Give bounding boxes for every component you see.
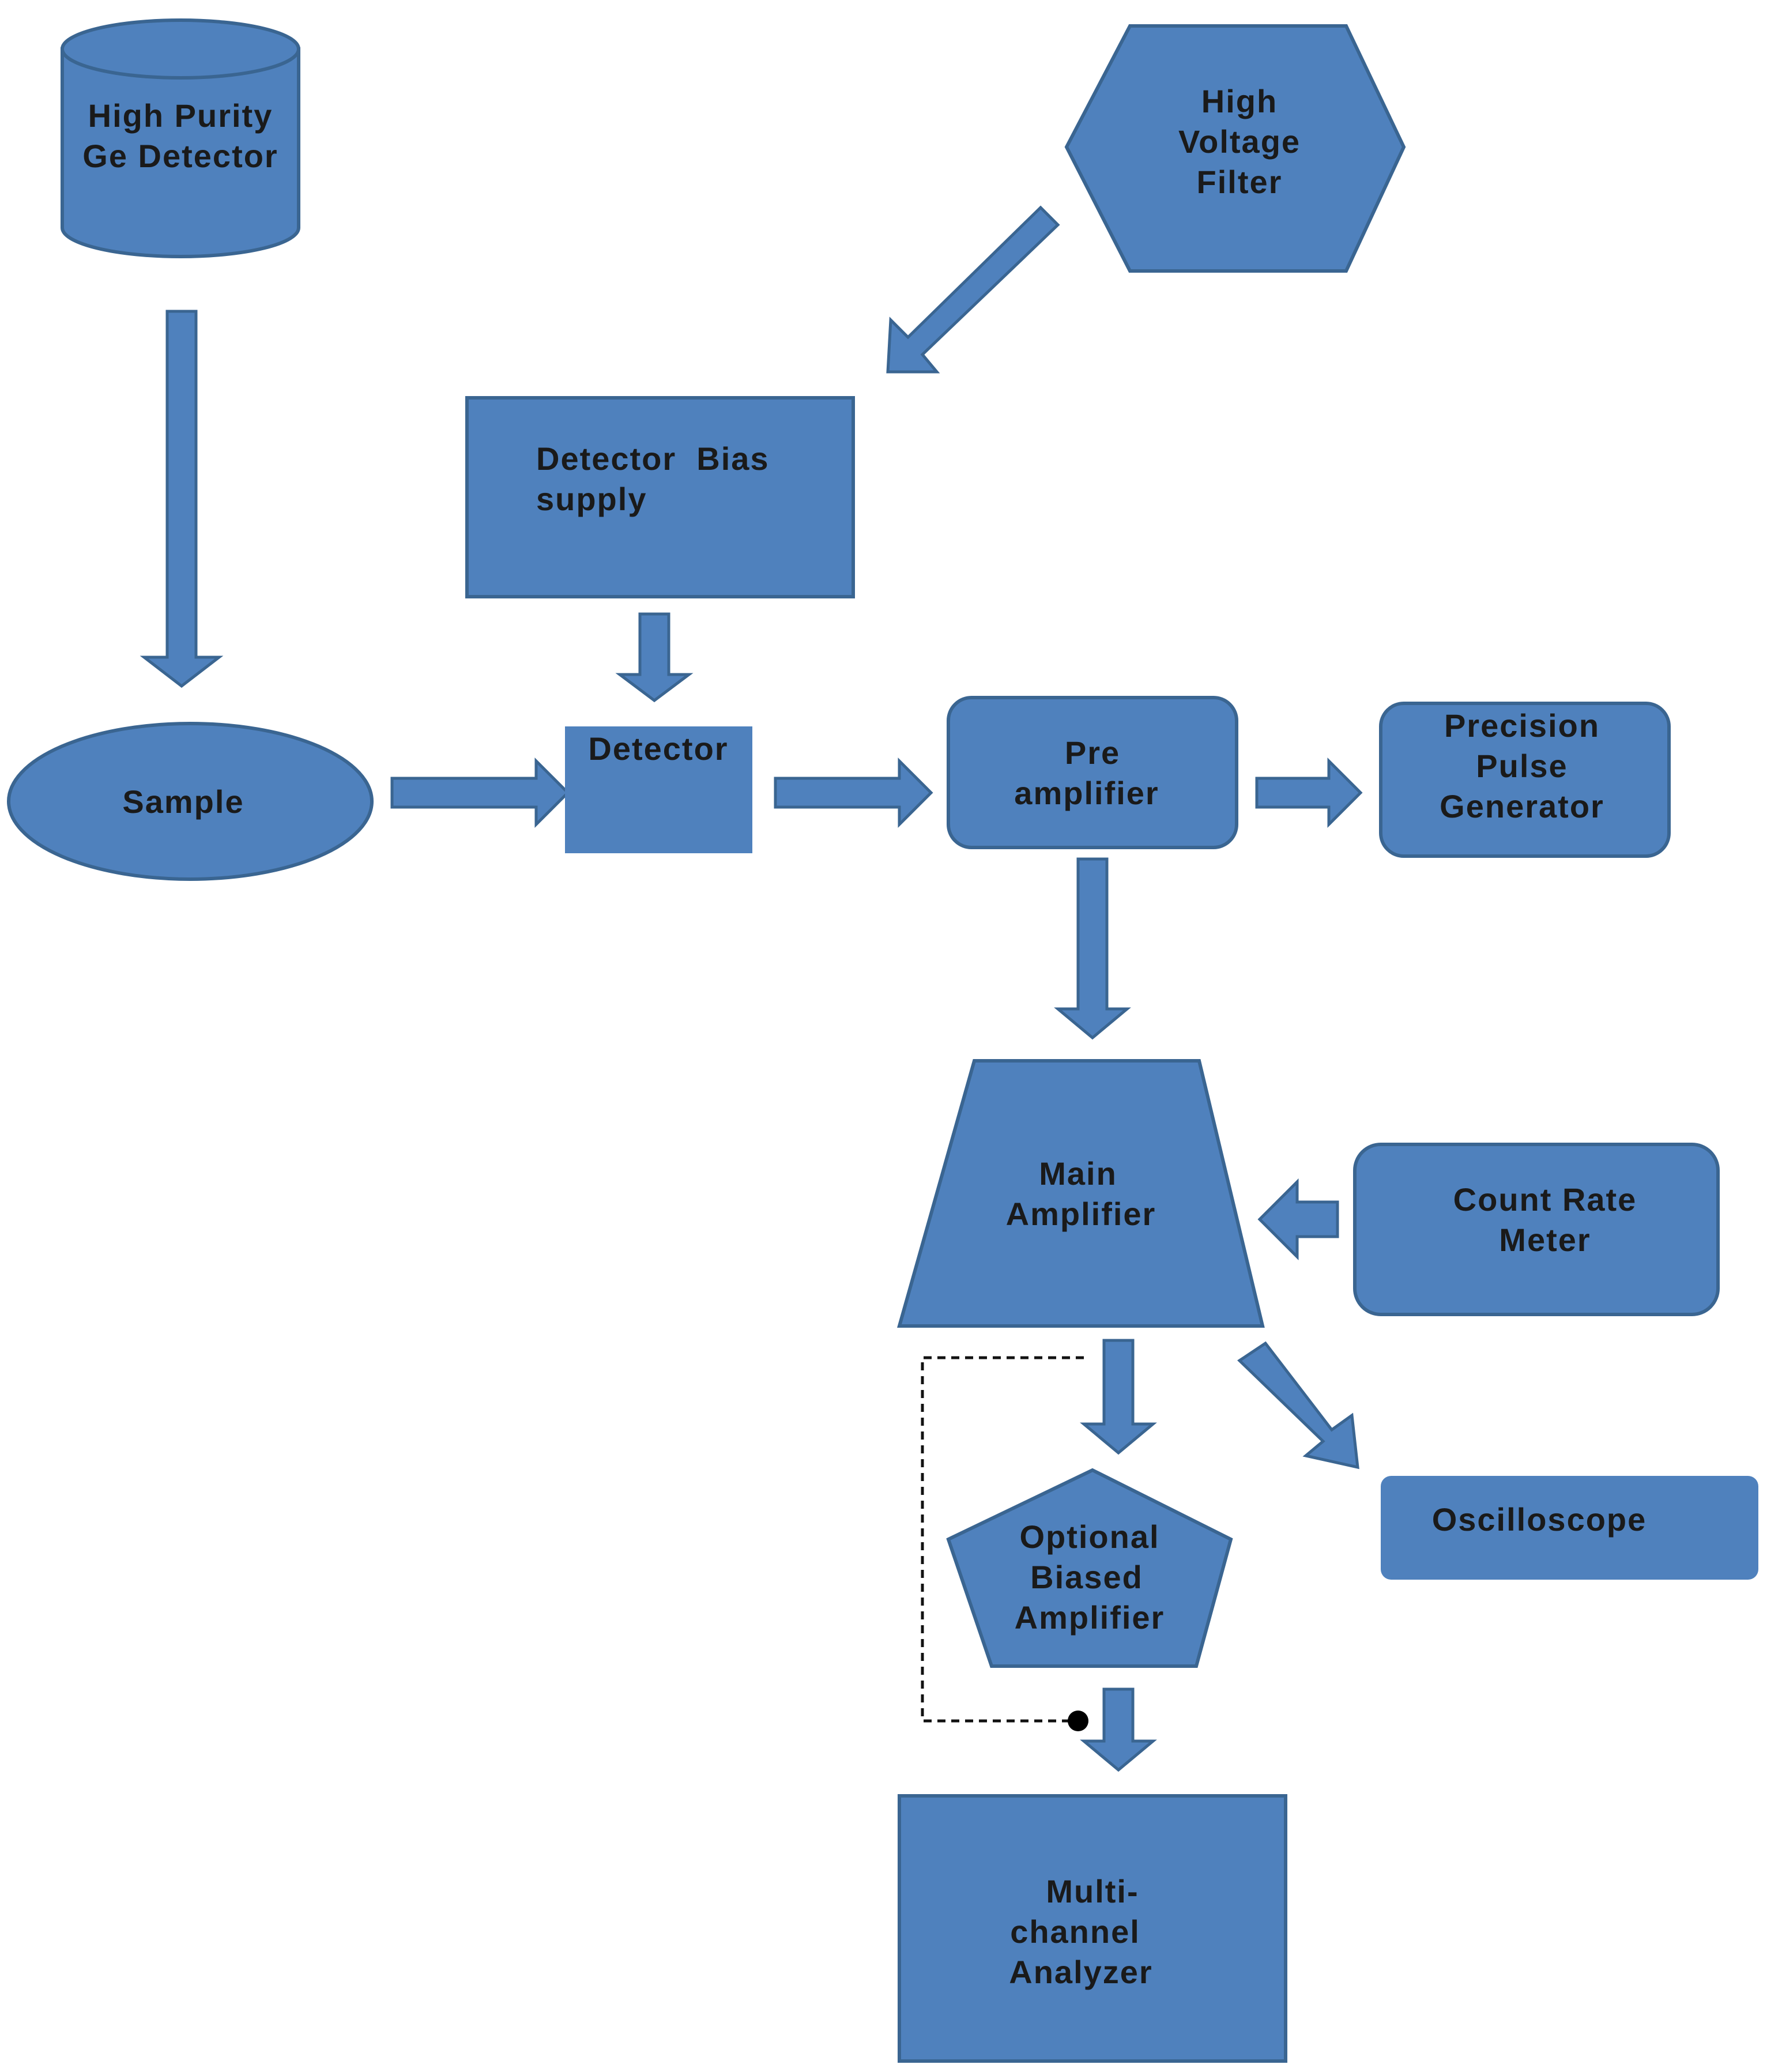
pulsegen-label-line2: Pulse — [1476, 748, 1568, 784]
node-pre-amplifier: Pre amplifier — [947, 696, 1238, 849]
node-hpge-detector: High Purity Ge Detector — [61, 18, 300, 258]
node-count-rate-meter: Count Rate Meter — [1353, 1143, 1720, 1316]
bypass-connector-endpoint — [1068, 1711, 1088, 1731]
node-main-amplifier: Main Amplifier — [897, 1059, 1265, 1328]
detector-label: Detector — [588, 730, 728, 767]
hvfilter-label-line1: High — [1201, 83, 1278, 119]
biasedamp-label-line1: Optional — [1019, 1519, 1159, 1555]
sample-label: Sample — [122, 783, 244, 820]
arrow-preamplifier-to-mainamplifier — [1054, 857, 1131, 1040]
pulsegen-label-line1: Precision — [1444, 707, 1600, 744]
node-oscilloscope: Oscilloscope — [1381, 1476, 1758, 1580]
node-detector: Detector — [565, 726, 752, 853]
arrow-hpge-to-sample — [140, 310, 224, 688]
mca-label-line3: Analyzer — [1009, 1954, 1152, 1990]
mainamp-label-line1: Main — [1039, 1155, 1117, 1192]
preamplifier-label-line1: Pre — [1065, 734, 1120, 771]
countrate-label-line1: Count Rate — [1453, 1181, 1637, 1218]
node-multichannel-analyzer: Multi- channel Analyzer — [898, 1794, 1287, 2063]
biasedamp-label-line3: Amplifier — [1015, 1599, 1165, 1636]
mca-label-line2: channel — [1010, 1913, 1140, 1950]
hvfilter-label-line2: Voltage — [1178, 123, 1301, 160]
biassupply-label-line2: supply — [536, 481, 647, 517]
mca-label-line1: Multi- — [1046, 1873, 1139, 1909]
node-optional-biased-amplifier: Optional Biased Amplifier — [946, 1468, 1233, 1668]
arrow-mainamplifier-to-biasedamplifier — [1080, 1339, 1157, 1455]
bypass-connector-dashed — [921, 1356, 1084, 1723]
node-high-voltage-filter: High Voltage Filter — [1064, 24, 1406, 273]
oscilloscope-label: Oscilloscope — [1432, 1501, 1647, 1538]
hvfilter-label-line3: Filter — [1197, 164, 1283, 200]
node-precision-pulse-generator: Precision Pulse Generator — [1379, 702, 1671, 858]
node-detector-bias-supply: Detector Bias supply — [465, 396, 855, 598]
arrow-mainamplifier-to-oscilloscope — [1237, 1341, 1359, 1470]
node-sample: Sample — [7, 722, 374, 881]
hpge-label-line2: Ge Detector — [82, 138, 278, 174]
biassupply-label-line1: Detector Bias — [536, 440, 770, 477]
countrate-label-line2: Meter — [1499, 1222, 1591, 1258]
arrow-countratemeter-to-mainamplifier — [1257, 1178, 1339, 1261]
arrow-preamplifier-to-pulsegenerator — [1255, 757, 1363, 828]
arrow-detector-to-preamplifier — [774, 757, 933, 828]
pulsegen-label-line3: Generator — [1440, 788, 1604, 824]
arrow-biassupply-to-detector — [615, 612, 694, 703]
mainamp-label-line2: Amplifier — [1006, 1196, 1156, 1232]
biasedamp-label-line2: Biased — [1030, 1559, 1143, 1595]
preamplifier-label-line2: amplifier — [1014, 775, 1159, 811]
arrow-hvfilter-to-biassupply — [886, 205, 1060, 374]
hpge-label-line1: High Purity — [88, 97, 273, 134]
arrow-sample-to-detector — [390, 757, 570, 828]
arrow-biasedamplifier-to-mca — [1080, 1687, 1157, 1772]
